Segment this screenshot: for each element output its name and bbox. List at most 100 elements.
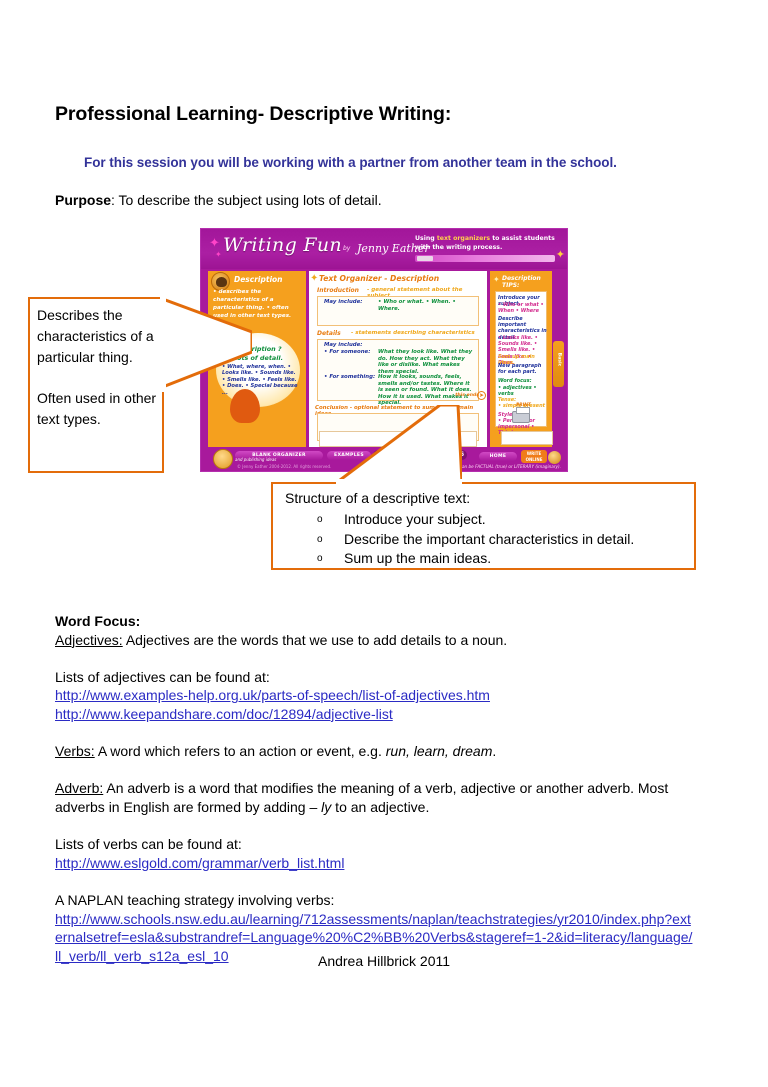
details-box: May include: • For someone: What they lo… [317,339,479,406]
verbs-label: Verbs: [55,743,95,760]
poster-logo: Writing Fun [223,234,342,256]
adjectives-link-1[interactable]: http://www.examples-help.org.uk/parts-of… [55,687,490,704]
example-number-2[interactable]: 2 [397,450,407,460]
verbs-link[interactable]: http://www.eslgold.com/grammar/verb_list… [55,854,345,871]
example-number-6[interactable]: 6 [457,450,467,460]
for-someone-label: • For someone: [324,349,371,355]
tip-item: New paragraph for each part. [498,363,542,376]
adjectives-link-1-row: http://www.examples-help.org.uk/parts-of… [55,686,715,705]
adverb-text-pre: An adverb is a word that modifies the me… [55,780,669,815]
chevron-right-icon[interactable]: ➤ [477,391,486,400]
callout-left-paragraph-2: Often used in other text types. [37,390,157,427]
callout-left-paragraph-1: Describes the characteristics of a parti… [37,307,154,365]
adverb-italic-ly: ly [321,798,332,815]
adjectives-link-2-row: http://www.keepandshare.com/doc/12894/ad… [55,705,715,724]
purpose-label: Purpose [55,192,112,208]
bullet-marker: o [317,514,323,525]
tip-item: Sum up main ideas. [498,354,535,367]
star-icon: ✦ [555,248,565,261]
poster-tagline: Using text organizers to assist students… [415,235,555,252]
poster-footer-note: Can be FACTUAL (true) or LITERARY (imagi… [459,464,561,469]
spacer [55,649,715,668]
poster-description-bubble: Description ? Lots of detail. • What, wh… [216,333,300,407]
verbs-definition: Verbs: A word which refers to an action … [55,742,715,761]
star-icon: ✦ [310,273,319,284]
page-title: Professional Learning- Descriptive Writi… [55,103,452,125]
purpose-line: Purpose: To describe the subject using l… [55,192,382,208]
home-button[interactable]: HOME [479,452,517,461]
spacer [55,761,715,780]
writing-fun-poster-image: ✦ ✦ ✦ Writing Fun by Jenny Eather Using … [200,228,568,472]
star-icon: ✦ [209,236,220,251]
star-icon: ✦ [493,275,500,284]
naplan-intro: A NAPLAN teaching strategy involving ver… [55,891,335,908]
cat-mascot-icon [213,449,233,469]
poster-right-panel: ✦ Description TIPS: Introduce your subje… [490,271,552,449]
bullet-marker: o [317,553,323,564]
tip-item: • adjectives • verbs [498,385,537,398]
poster-bottom-white-card [319,431,477,447]
more-link[interactable]: this ends [455,393,479,398]
print-label: PRINT [516,403,531,408]
verbs-examples: run, learn, dream [385,743,493,760]
verbs-lists-intro: Lists of verbs can be found at: [55,836,242,853]
verbs-text-pre: A word which refers to an action or even… [94,743,386,760]
bubble-title: Description ? [234,345,282,353]
body-text-block: Word Focus: Adjectives: Adjectives are t… [55,612,715,965]
list-item: o Describe the important characteristics … [317,530,634,550]
verbs-text-post: . [492,743,497,760]
naplan-link-row: http://www.schools.nsw.edu.au/learning/7… [55,910,693,966]
details-label: Details [317,330,341,337]
footer-credit: Andrea Hillbrick 2011 [317,953,451,969]
tagline-highlight: text organizers [436,235,491,242]
word-focus-heading: Word Focus: [55,613,141,629]
adverb-text-post: to an adjective. [331,798,430,815]
printer-icon[interactable] [512,407,530,423]
callout-box-left: Describes the characteristics of a parti… [28,297,164,473]
list-item-label: Sum up the main ideas. [344,550,492,566]
write-online-button[interactable]: WRITE ONLINE [521,450,547,463]
spacer [55,872,715,891]
bullet-marker: o [317,533,323,545]
spacer [55,724,715,743]
callout-bottom-title: Structure of a descriptive text: [285,490,471,506]
list-item-label: Describe the important characteristics i… [344,530,635,547]
session-note: For this session you will be working wit… [84,155,617,170]
tip-item: Introduce your subject. [498,295,540,308]
poster-mid-title: Text Organizer - Description [319,274,440,283]
adjectives-definition: Adjectives: Adjectives are the words tha… [55,631,715,650]
example-number-1[interactable]: 1 [373,450,383,460]
spacer [55,817,715,836]
for-something-label: • For something: [324,374,376,380]
intro-may-include: May include: [324,299,363,305]
bubble-subtitle: Lots of detail. [232,354,284,362]
poster-side-tab[interactable]: Basic [553,341,564,387]
tagline-post: to assist students with the writing proc… [415,235,555,251]
head-silhouette-icon [230,389,260,423]
poster-left-panel: Description • describes the characterist… [208,271,306,449]
poster-left-bullets: • describes the characteristics of a par… [213,289,292,319]
intro-box: May include: • Who or what. • When. • Wh… [317,296,479,326]
poster-author: Jenny Eather [357,242,430,255]
naplan-link[interactable]: http://www.schools.nsw.edu.au/learning/7… [55,910,693,964]
verbs-link-row: http://www.eslgold.com/grammar/verb_list… [55,854,715,873]
blank-organizer-button[interactable]: BLANK ORGANIZER [235,451,323,460]
intro-label: Introduction [317,287,359,294]
examples-button[interactable]: EXAMPLES [327,451,371,460]
poster-progress-bar [415,255,555,262]
blank-organizer-subtitle: and publishing ideas [235,457,277,462]
acorn-icon [211,272,230,291]
poster-header-bar: ✦ ✦ ✦ Writing Fun by Jenny Eather Using … [201,229,567,269]
poster-bottom-right-card [501,431,553,445]
details-note: - statements describing characteristics [351,330,475,336]
tip-item: Tense: [498,397,517,403]
side-tab-label: Basic [556,352,562,367]
bee-icon [548,451,561,464]
tips-box: Introduce your subject. • Who or what • … [495,291,547,436]
details-may-include: May include: [324,342,363,348]
tip-item: Describe important characteristics in de… [498,316,547,341]
adjectives-link-2[interactable]: http://www.keepandshare.com/doc/12894/ad… [55,705,393,722]
adjectives-text: Adjectives are the words that we use to … [122,631,508,648]
